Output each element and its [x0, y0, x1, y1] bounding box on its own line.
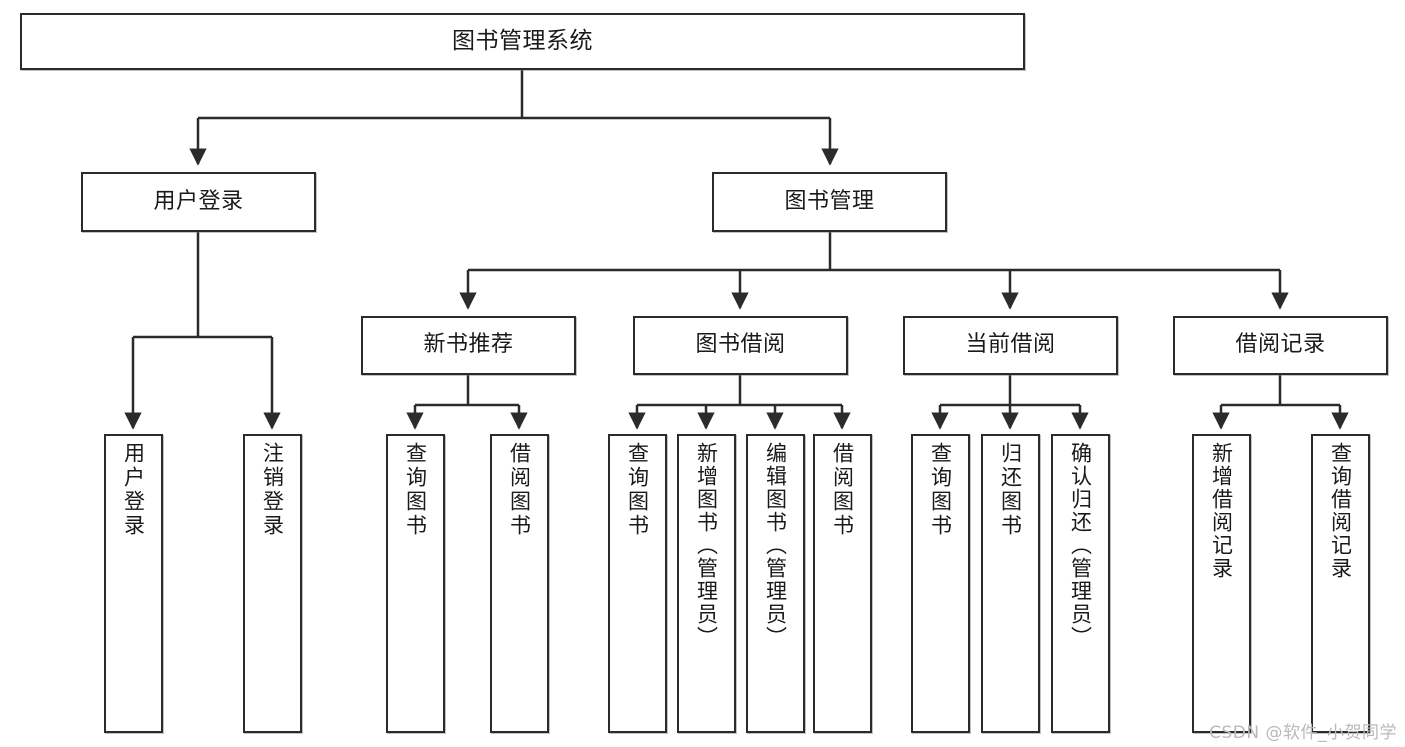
node-label: 用户登录: [121, 442, 146, 538]
node-label: 查询图书: [403, 442, 428, 538]
node-label: 归还图书: [998, 442, 1023, 538]
node-label: 图书管理系统: [452, 28, 593, 55]
node-label: 当前借阅: [965, 332, 1056, 358]
node-label: 新书推荐: [423, 332, 514, 358]
leaf-add-book-admin[interactable]: 新增图书（管理员）: [677, 434, 736, 733]
node-label: 查询图书: [928, 442, 953, 538]
leaf-query-borrow-record[interactable]: 查询借阅记录: [1311, 434, 1370, 733]
node-label: 借阅图书: [507, 442, 532, 538]
node-label: 图书借阅: [695, 332, 786, 358]
node-book-borrow[interactable]: 图书借阅: [633, 316, 848, 375]
node-label: 借阅记录: [1235, 332, 1326, 358]
node-label: 注销登录: [260, 442, 285, 538]
leaf-user-login[interactable]: 用户登录: [104, 434, 163, 733]
leaf-edit-book-admin[interactable]: 编辑图书（管理员）: [746, 434, 805, 733]
node-label: 图书管理: [784, 188, 875, 214]
leaf-return-book[interactable]: 归还图书: [981, 434, 1040, 733]
watermark: CSDN @软件_小贺同学: [1209, 723, 1397, 743]
node-book-management[interactable]: 图书管理: [712, 172, 947, 232]
leaf-query-book-current[interactable]: 查询图书: [911, 434, 970, 733]
node-user-login[interactable]: 用户登录: [81, 172, 316, 232]
node-label: 借阅图书: [830, 442, 855, 538]
node-label: 查询借阅记录: [1328, 442, 1353, 580]
node-label: 确认归还（管理员）: [1068, 442, 1093, 649]
node-new-book-recommend[interactable]: 新书推荐: [361, 316, 576, 375]
leaf-borrow-book-new[interactable]: 借阅图书: [490, 434, 549, 733]
node-label: 查询图书: [625, 442, 650, 538]
node-borrow-record[interactable]: 借阅记录: [1173, 316, 1388, 375]
node-label: 用户登录: [153, 188, 244, 214]
leaf-logout[interactable]: 注销登录: [243, 434, 302, 733]
leaf-confirm-return-admin[interactable]: 确认归还（管理员）: [1051, 434, 1110, 733]
node-current-borrow[interactable]: 当前借阅: [903, 316, 1118, 375]
leaf-borrow-book[interactable]: 借阅图书: [813, 434, 872, 733]
node-root-system[interactable]: 图书管理系统: [20, 13, 1025, 70]
node-label: 新增图书（管理员）: [694, 442, 719, 649]
node-label: 新增借阅记录: [1209, 442, 1234, 580]
leaf-query-book[interactable]: 查询图书: [608, 434, 667, 733]
leaf-add-borrow-record[interactable]: 新增借阅记录: [1192, 434, 1251, 733]
node-label: 编辑图书（管理员）: [763, 442, 788, 649]
leaf-query-book-new[interactable]: 查询图书: [386, 434, 445, 733]
